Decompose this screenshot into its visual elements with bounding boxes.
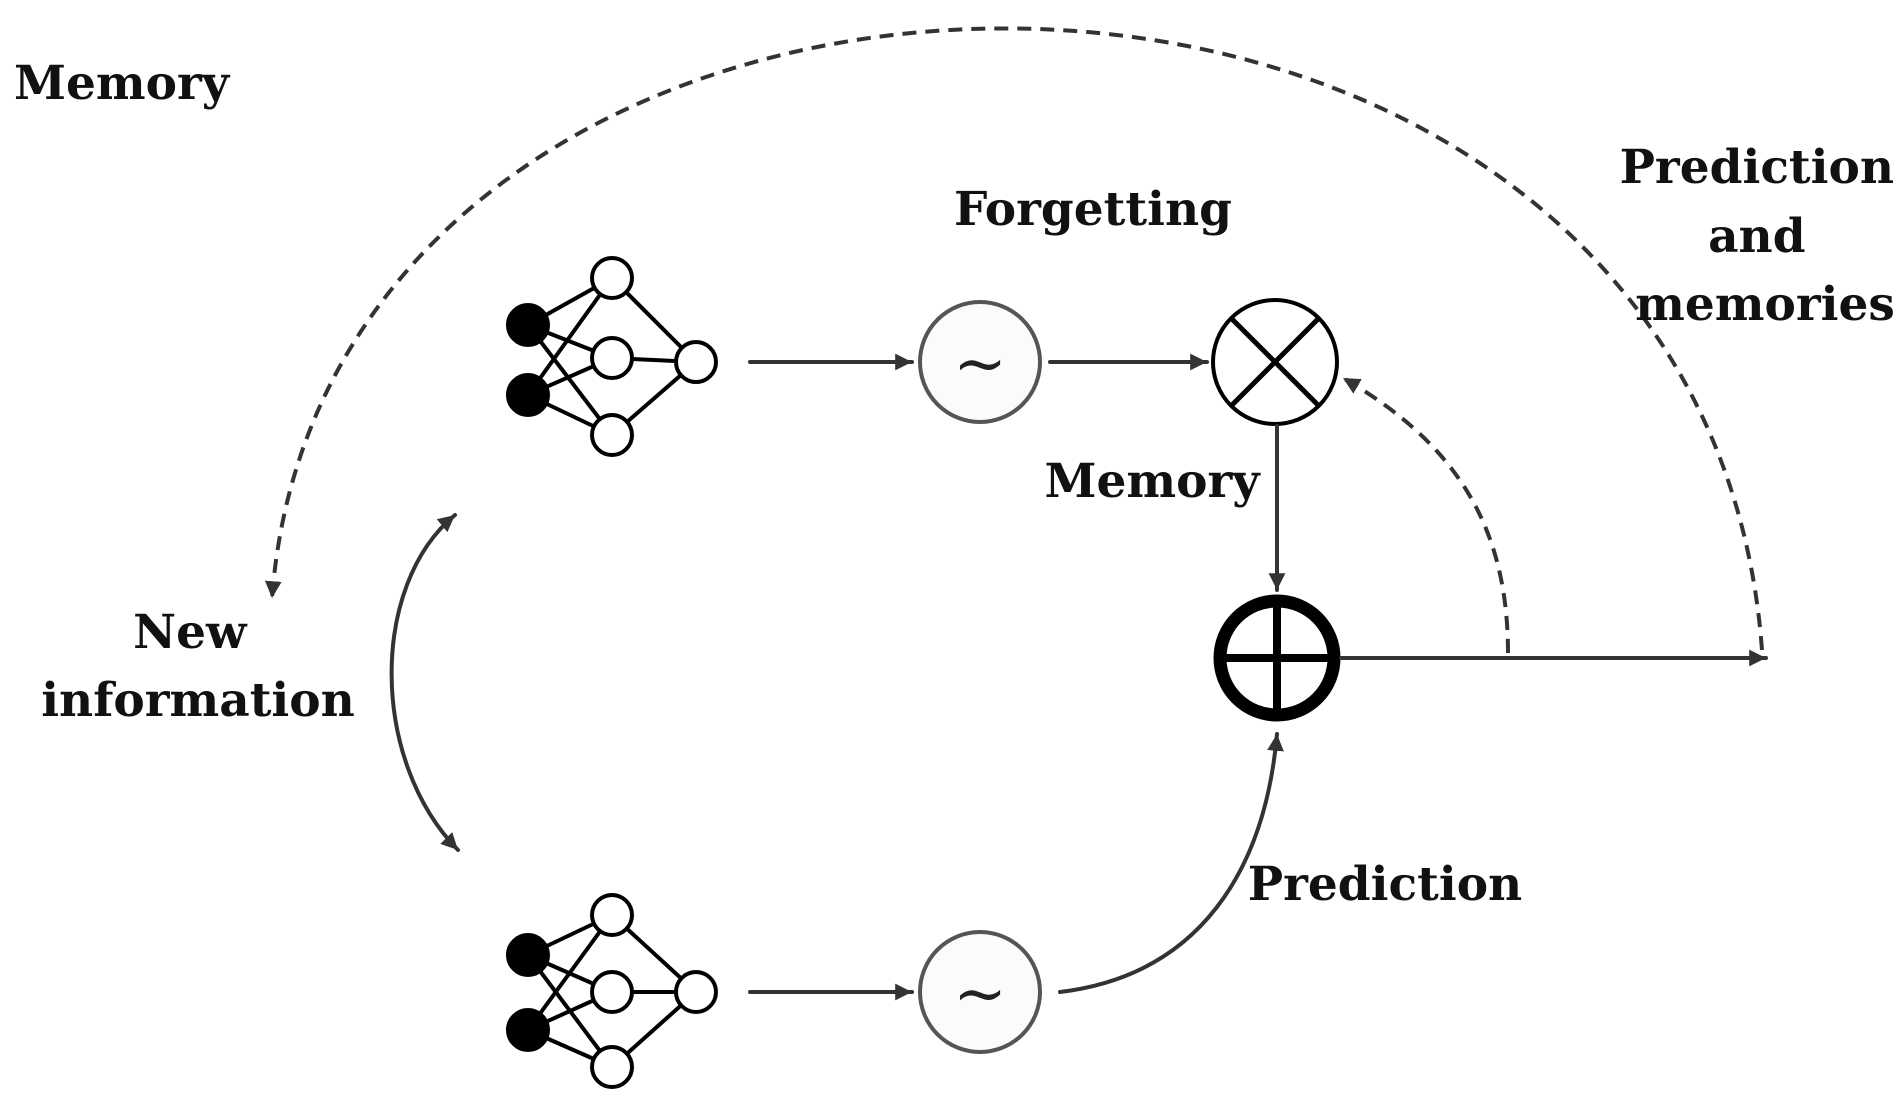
svg-text:~: ~ xyxy=(953,957,1007,1031)
new-information-label: New information xyxy=(41,605,355,728)
forgetting-label: Forgetting xyxy=(954,182,1232,237)
arrow-activation-to-add xyxy=(1058,732,1284,994)
add-circle-icon xyxy=(1213,594,1341,722)
memory-label-top: Memory xyxy=(14,56,231,111)
tilde-activation-icon: ~ xyxy=(918,300,1042,424)
neural-network-icon xyxy=(506,893,718,1089)
svg-text:~: ~ xyxy=(953,327,1007,401)
prediction-and-memories-label: Prediction and memories xyxy=(1620,140,1900,332)
memory-label-mid: Memory xyxy=(1044,454,1261,509)
dashed-arrow-memory-loop xyxy=(264,26,1764,651)
multiply-circle-icon xyxy=(1211,298,1339,426)
prediction-label: Prediction xyxy=(1248,857,1522,912)
tilde-activation-icon: ~ xyxy=(918,930,1042,1054)
double-arrow-new-information xyxy=(389,513,460,852)
dashed-arrow-feedback-to-multiply xyxy=(1341,376,1510,654)
neural-network-icon xyxy=(506,256,718,457)
